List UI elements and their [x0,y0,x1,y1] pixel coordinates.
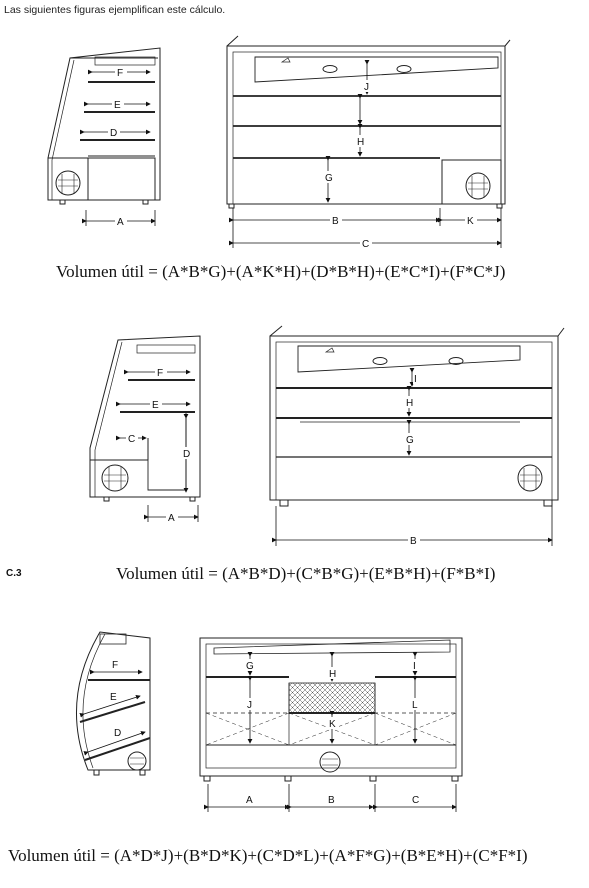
fig2-side-label-e: E [152,400,159,411]
fig1-side-label-f: F [117,68,123,79]
intro-text: Las siguientes figuras ejemplifican este… [4,4,226,16]
fig2-side-label-d: D [183,449,190,460]
figure3-side-dimensions [79,669,146,756]
fig2-side-label-a: A [168,513,175,524]
fig2-side-label-c: C [128,434,135,445]
fig3-side-label-d: D [114,728,121,739]
figure1-formula: Volumen útil = (A*B*G)+(A*K*H)+(D*B*H)+(… [56,262,506,281]
fig3-side-label-f: F [112,660,118,671]
fig3-front-label-c: C [412,795,419,806]
fig1-side-label-d: D [110,128,117,139]
fig2-front-label-g: G [406,435,414,446]
figure3-side-view [76,631,151,776]
fig1-side-label-a: A [117,217,124,228]
fig3-side-label-e: E [110,692,117,703]
fig1-front-label-k: K [467,216,474,227]
figure1-front-view [226,35,511,209]
fig3-front-label-l: L [412,700,418,711]
fig1-front-label-b: B [332,216,339,227]
fig2-front-label-b: B [410,536,417,547]
fig3-front-label-h: H [329,669,336,680]
figure2-formula: Volumen útil = (A*B*D)+(C*B*G)+(E*B*H)+(… [116,564,496,583]
fig1-side-label-e: E [114,100,121,111]
figure3-formula: Volumen útil = (A*D*J)+(B*D*K)+(C*D*L)+(… [8,846,528,865]
figure1-side-view [47,47,161,205]
fig1-front-label-j: J [364,82,369,93]
fig3-front-label-b: B [328,795,335,806]
fig1-front-label-g: G [325,173,333,184]
figure2-front-view [269,325,565,507]
fig3-front-label-i: I [413,661,416,672]
figure2-side-view [89,335,201,502]
fig2-front-label-h: H [406,398,413,409]
fig1-front-label-h: H [357,137,364,148]
fig3-front-label-j: J [247,700,252,711]
figure2-tag: C.3 [6,568,22,579]
figure3-front-dimensions [204,652,457,812]
fig1-front-label-c: C [362,239,369,250]
figure1-side-dimensions [80,69,156,226]
fig3-front-label-g: G [246,661,254,672]
fig3-front-label-a: A [246,795,253,806]
fig2-side-label-f: F [157,368,163,379]
fig2-front-label-i: I [414,374,417,385]
figure3-front-view [199,637,463,782]
fig3-front-label-k: K [329,719,336,730]
